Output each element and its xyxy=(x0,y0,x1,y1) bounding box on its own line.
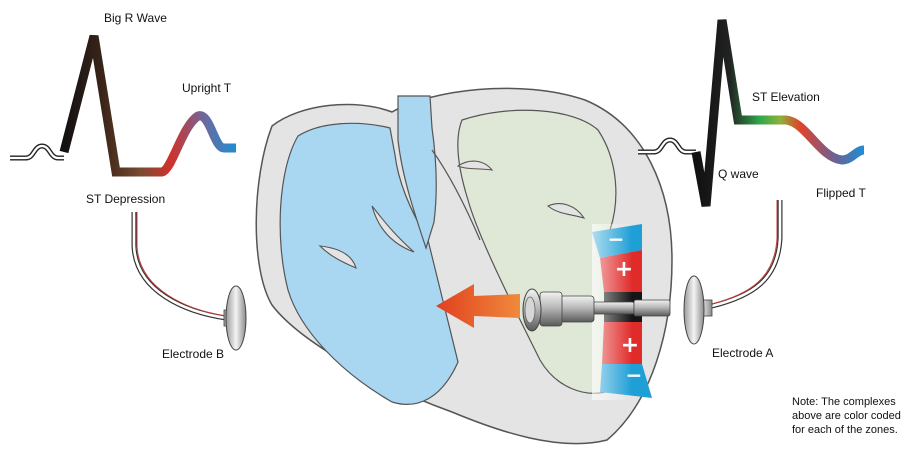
plus-symbol-top: + xyxy=(615,257,633,282)
note-line-3: for each of the zones. xyxy=(792,424,898,436)
electrode-b xyxy=(134,212,246,350)
ecg-waveform-left xyxy=(64,36,236,172)
minus-symbol-bottom: − xyxy=(626,363,643,387)
plus-symbol-bottom: + xyxy=(621,333,639,358)
label-st-depression: ST Depression xyxy=(86,192,165,206)
electrode-a-disc xyxy=(684,276,704,344)
note-line-1: Note: The complexes xyxy=(792,396,896,408)
note-line-2: above are color coded xyxy=(792,410,901,422)
label-electrode-b: Electrode B xyxy=(162,347,224,361)
electrode-a-wire xyxy=(712,200,780,306)
label-big-r-wave: Big R Wave xyxy=(104,11,167,25)
label-electrode-a: Electrode A xyxy=(712,346,773,360)
ecg-trace-left xyxy=(10,36,236,172)
label-q-wave: Q wave xyxy=(718,167,759,181)
label-flipped-t: Flipped T xyxy=(816,186,866,200)
electrode-b-disc xyxy=(226,286,246,350)
label-st-elevation: ST Elevation xyxy=(752,90,820,104)
minus-symbol-top: − xyxy=(608,227,625,251)
label-upright-t: Upright T xyxy=(182,81,232,95)
color-code-note: Note: The complexes above are color code… xyxy=(792,396,901,436)
electrode-a xyxy=(684,200,780,344)
